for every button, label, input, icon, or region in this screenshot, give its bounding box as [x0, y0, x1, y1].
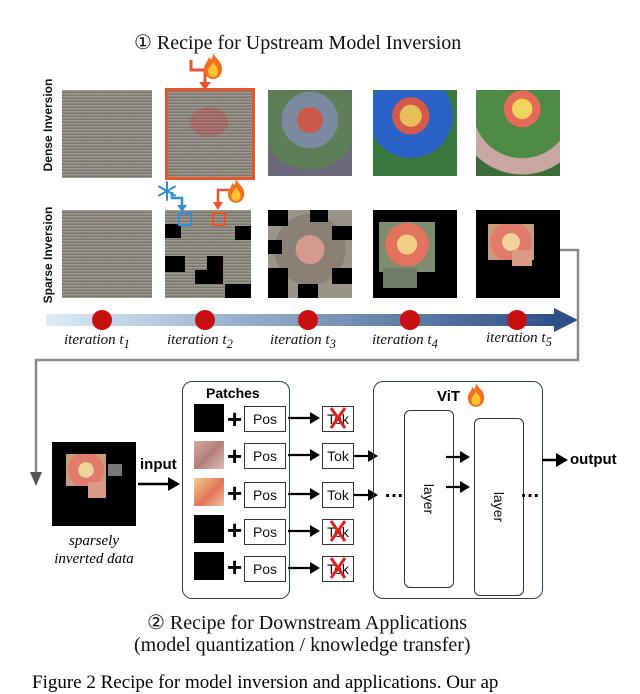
layer-arrows [446, 451, 470, 493]
patch-5 [194, 552, 224, 580]
figure-caption: Figure 2 Recipe for model inversion and … [32, 672, 499, 693]
dense-row-label: Dense Inversion [41, 78, 55, 172]
vit-panel [373, 381, 543, 599]
sparse-image-1 [62, 210, 152, 298]
cross-icon [329, 520, 347, 542]
pos-embedding-3: Pos [244, 482, 286, 508]
snowflake-icon [158, 181, 176, 201]
sparse-caption: sparsely [69, 533, 119, 549]
dense-update-arrow [189, 60, 211, 90]
upstream-title: ① Recipe for Upstream Model Inversion [134, 32, 462, 54]
connector-arrow [30, 248, 580, 486]
fire-icon [467, 383, 485, 407]
iteration-label-2: iteration t2 [167, 332, 233, 351]
patch-1 [194, 404, 224, 432]
sparse-image-4 [373, 210, 457, 298]
updated-patch-marker [212, 212, 226, 226]
patches-panel [182, 381, 290, 599]
fire-icon [227, 179, 245, 203]
vit-label: ViT [437, 388, 461, 405]
token-3: Tok [322, 482, 354, 508]
fire-icon [204, 53, 222, 79]
dense-image-1 [62, 90, 152, 178]
iteration-label-5: iteration t5 [486, 330, 552, 349]
cross-icon [329, 407, 347, 429]
input-label: input [140, 456, 177, 473]
output-arrow [542, 453, 568, 467]
plus-icon: + [227, 515, 243, 545]
patch-to-token-arrows [288, 412, 320, 574]
iteration-marker-1 [92, 310, 112, 330]
iteration-label-3: iteration t3 [270, 332, 336, 351]
patch-3 [194, 478, 224, 506]
downstream-subtitle: (model quantization / knowledge transfer… [134, 634, 471, 656]
plus-icon: + [227, 441, 243, 471]
sparse-image-3 [268, 210, 352, 298]
ellipsis-left: … [384, 480, 405, 502]
patch-4 [194, 515, 224, 543]
layer-block-2: layer [474, 418, 524, 596]
iteration-label-4: iteration t4 [372, 332, 438, 351]
plus-icon: + [227, 404, 243, 434]
dense-image-3 [268, 90, 352, 176]
pos-embedding-2: Pos [244, 443, 286, 469]
sparse-image-5 [476, 210, 560, 298]
plus-icon: + [227, 552, 243, 582]
frozen-patch-marker [178, 212, 192, 226]
sparse-inverted-image [52, 442, 136, 526]
ellipsis-right: … [520, 480, 541, 502]
iteration-label-1: iteration t1 [64, 332, 130, 351]
patch-2 [194, 441, 224, 469]
patches-title: Patches [206, 385, 260, 401]
layer-block-1: layer [404, 410, 454, 588]
plus-icon: + [227, 478, 243, 508]
iteration-marker-3 [298, 310, 318, 330]
pos-embedding-4: Pos [244, 519, 286, 545]
token-2: Tok [322, 443, 354, 469]
dense-image-4 [373, 90, 457, 176]
sparse-caption-line2: inverted data [54, 551, 134, 567]
iteration-marker-2 [195, 310, 215, 330]
downstream-title: ② Recipe for Downstream Applications [147, 612, 468, 634]
dense-image-5 [476, 90, 560, 176]
pos-embedding-1: Pos [244, 406, 286, 432]
token-4: Tok [322, 519, 354, 545]
frozen-arrow [170, 192, 187, 212]
iteration-marker-5 [507, 310, 527, 330]
pos-embedding-5: Pos [244, 556, 286, 582]
output-label: output [570, 451, 617, 468]
input-arrow [138, 477, 180, 491]
dense-image-2 [165, 88, 255, 180]
sparse-update-arrow [213, 188, 230, 210]
iteration-marker-4 [400, 310, 420, 330]
cross-icon [329, 557, 347, 579]
